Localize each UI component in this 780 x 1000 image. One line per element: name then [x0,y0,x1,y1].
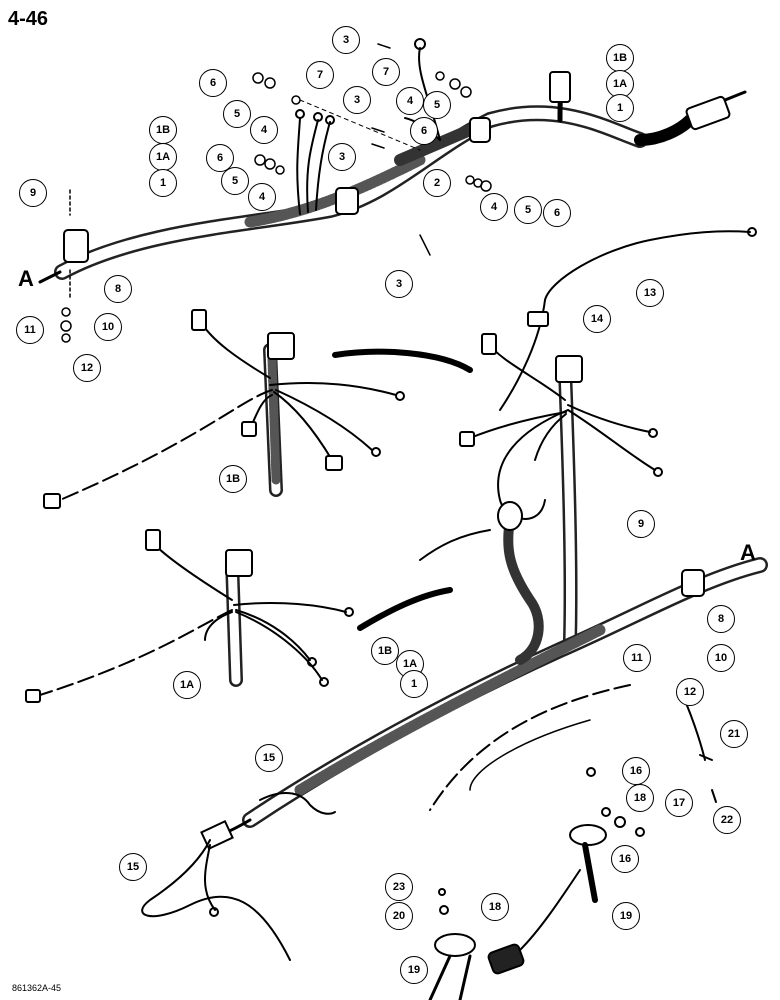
callout-part-3: 3 [343,86,371,114]
callout-part-1A: 1A [173,671,201,699]
callout-part-19: 19 [612,902,640,930]
callout-part-7: 7 [372,58,400,86]
callout-part-19: 19 [400,956,428,984]
callout-part-10: 10 [707,644,735,672]
callout-part-16: 16 [622,757,650,785]
callout-part-16: 16 [611,845,639,873]
callout-part-5: 5 [423,91,451,119]
callout-part-11: 11 [16,316,44,344]
callout-part-1: 1 [606,94,634,122]
callout-part-4: 4 [250,116,278,144]
callout-part-4: 4 [396,87,424,115]
callout-part-4: 4 [480,193,508,221]
callout-part-7: 7 [306,61,334,89]
reference-letter-a-right: A [740,540,756,565]
callout-part-3: 3 [328,143,356,171]
callout-part-5: 5 [514,196,542,224]
reference-letter-a-left: A [18,266,34,291]
upper-main-harness [38,38,747,284]
callout-part-9: 9 [627,510,655,538]
callout-part-14: 14 [583,305,611,333]
callout-part-23: 23 [385,873,413,901]
drawing-code: 861362A-45 [12,983,62,993]
callout-part-8: 8 [104,275,132,303]
harness-1B-breakout [43,309,473,509]
callout-part-10: 10 [94,313,122,341]
callout-part-18: 18 [481,893,509,921]
callout-part-11: 11 [623,644,651,672]
callout-part-8: 8 [707,605,735,633]
callout-part-5: 5 [223,100,251,128]
callout-part-1A: 1A [606,70,634,98]
harness-1A-breakout [25,529,491,703]
callout-part-1A: 1A [149,143,177,171]
callout-part-1B: 1B [371,637,399,665]
callout-part-13: 13 [636,279,664,307]
upper-hardware [60,43,492,343]
page-number: 4-46 [8,8,49,30]
callout-part-22: 22 [713,806,741,834]
callout-part-15: 15 [119,853,147,881]
callout-part-12: 12 [73,354,101,382]
callout-part-2: 2 [423,169,451,197]
callout-part-3: 3 [385,270,413,298]
callout-part-21: 21 [720,720,748,748]
harness-right-breakout [459,227,757,647]
callout-part-1: 1 [149,169,177,197]
callout-part-3: 3 [332,26,360,54]
callout-part-4: 4 [248,183,276,211]
callout-part-6: 6 [410,117,438,145]
callout-part-1B: 1B [149,116,177,144]
callout-part-1B: 1B [219,465,247,493]
callout-part-1B: 1B [606,44,634,72]
callout-part-17: 17 [665,789,693,817]
sender-assembly [141,689,717,1000]
callout-part-1: 1 [400,670,428,698]
callout-part-9: 9 [19,179,47,207]
callout-part-20: 20 [385,902,413,930]
callout-part-15: 15 [255,744,283,772]
callout-part-12: 12 [676,678,704,706]
callout-part-6: 6 [543,199,571,227]
callout-part-6: 6 [199,69,227,97]
lower-main-harness [200,501,768,850]
callout-part-18: 18 [626,784,654,812]
callout-part-5: 5 [221,167,249,195]
